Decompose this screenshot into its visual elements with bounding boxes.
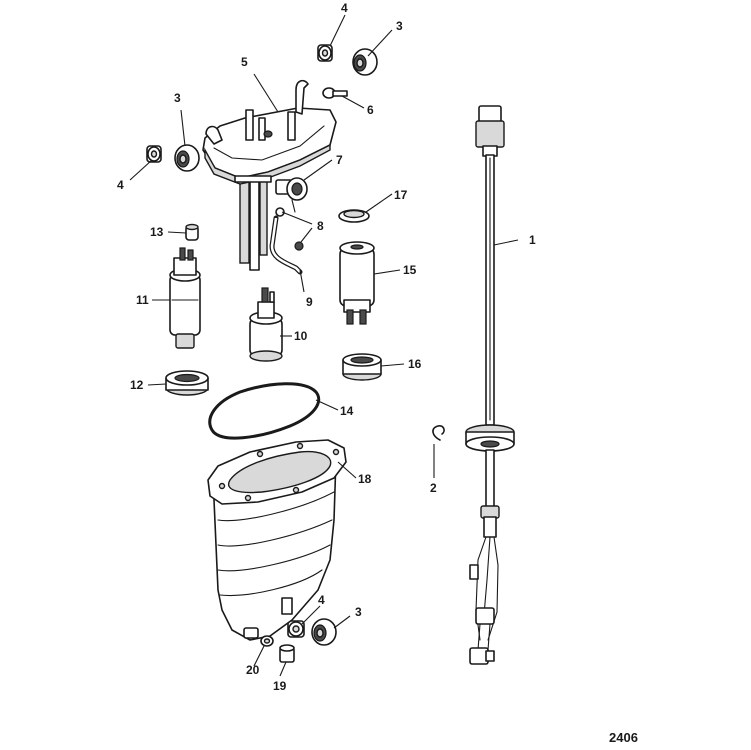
part-2-clip <box>432 425 445 441</box>
part-9-hose <box>269 215 303 275</box>
callout-labels: 1 2 3 3 3 4 4 4 5 6 7 8 9 10 11 12 13 14… <box>117 1 638 745</box>
callout-19: 19 <box>273 679 287 693</box>
part-8-caps <box>275 207 304 251</box>
callout-3-bottom: 3 <box>355 605 362 619</box>
callout-11: 11 <box>136 293 149 307</box>
callout-4-bottom: 4 <box>318 593 325 607</box>
callout-9: 9 <box>306 295 313 309</box>
part-7-regulator <box>275 177 308 213</box>
part-3-grommet-top <box>352 48 378 76</box>
part-3-grommet-left <box>174 144 200 172</box>
callout-10: 10 <box>294 329 308 343</box>
callout-4-left: 4 <box>117 178 124 192</box>
part-14-o-ring <box>208 382 321 440</box>
part-18-tank-body <box>207 439 347 641</box>
callout-2: 2 <box>430 481 437 495</box>
callout-12: 12 <box>130 378 144 392</box>
callout-13: 13 <box>150 225 164 239</box>
part-16-retaining-ring <box>342 353 382 381</box>
callout-6: 6 <box>367 103 374 117</box>
part-5-cover-plate <box>202 79 337 271</box>
part-17-seal <box>338 209 370 223</box>
part-4-bushing-top <box>317 44 333 62</box>
figure-number: 2406 <box>609 730 638 745</box>
callout-4-top: 4 <box>341 1 348 15</box>
callout-17: 17 <box>394 188 408 202</box>
part-15-canister <box>339 241 375 325</box>
callout-18: 18 <box>358 472 372 486</box>
callout-16: 16 <box>408 357 422 371</box>
callout-1: 1 <box>529 233 536 247</box>
part-12-retaining-ring <box>165 370 209 396</box>
callout-20: 20 <box>246 663 260 677</box>
callout-3-left: 3 <box>174 91 181 105</box>
part-10-pump-filter <box>249 287 283 362</box>
callout-14: 14 <box>340 404 354 418</box>
part-13-sleeve <box>185 223 199 241</box>
part-19-drain-plug <box>279 644 295 663</box>
callout-5: 5 <box>241 55 248 69</box>
part-20-washer <box>260 635 274 647</box>
callout-15: 15 <box>403 263 417 277</box>
callout-8: 8 <box>317 219 324 233</box>
leader-lines <box>129 14 519 677</box>
part-4-bushing-left <box>146 145 162 163</box>
callout-7: 7 <box>336 153 343 167</box>
part-3-grommet-bottom <box>311 618 337 646</box>
part-11-fuel-pump <box>169 247 201 349</box>
part-6-bolt <box>322 87 348 99</box>
part-4-bushing-bottom <box>287 620 305 638</box>
part-1-sender-harness <box>465 105 515 665</box>
callout-3-top: 3 <box>396 19 403 33</box>
